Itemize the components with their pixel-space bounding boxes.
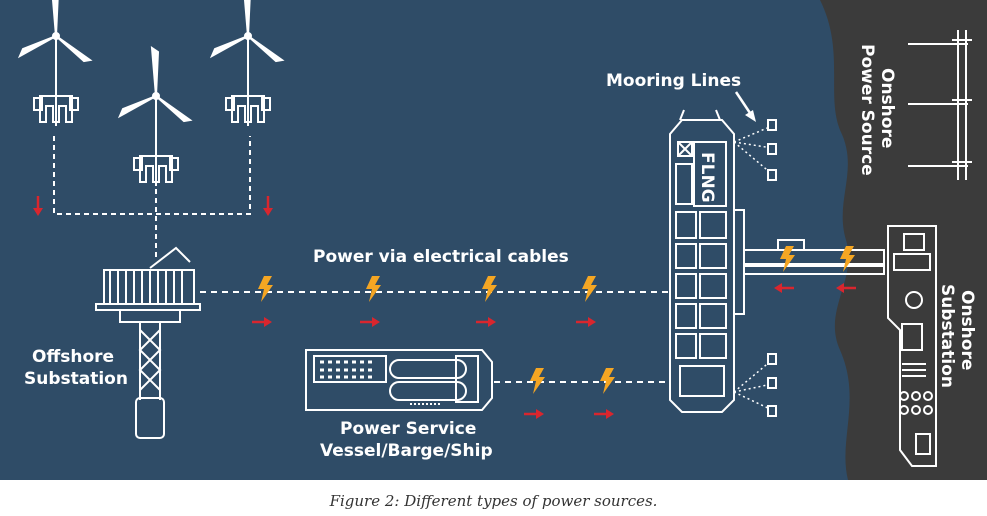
offshore-substation-label-line2: Substation <box>24 369 128 389</box>
power-service-vessel-icon <box>305 349 493 411</box>
mooring-lines-label: Mooring Lines <box>606 71 741 91</box>
onshore-substation-label-line2: Substation <box>937 284 957 388</box>
onshore-substation-label-line1: Onshore <box>957 290 977 370</box>
mooring-pointer-arrow <box>734 91 754 117</box>
offshore-substation-icon <box>95 246 201 439</box>
offshore-substation-label-line1: Offshore <box>32 347 114 367</box>
power-service-label-line2: Vessel/Barge/Ship <box>320 441 493 461</box>
onshore-power-source-label-line2: Power Source <box>857 44 877 176</box>
pylon-icon <box>908 30 972 180</box>
onshore-power-source-label-line1: Onshore <box>877 68 897 148</box>
mooring-pointer-arrowhead <box>745 110 756 122</box>
onshore-substation-icon <box>887 225 937 467</box>
power-via-cables-label: Power via electrical cables <box>313 247 569 267</box>
mooring-lines <box>733 125 773 411</box>
power-sources-diagram: Mooring Lines FLNG Power via electrical … <box>0 0 987 480</box>
mooring-anchor <box>767 119 777 417</box>
flng-label: FLNG <box>697 152 717 203</box>
power-service-label-line1: Power Service <box>340 419 476 439</box>
jetty-connection <box>743 239 885 275</box>
turbine-cable <box>53 136 251 260</box>
flng-vessel-icon <box>669 109 745 413</box>
figure-caption: Figure 2: Different types of power sourc… <box>329 492 658 510</box>
